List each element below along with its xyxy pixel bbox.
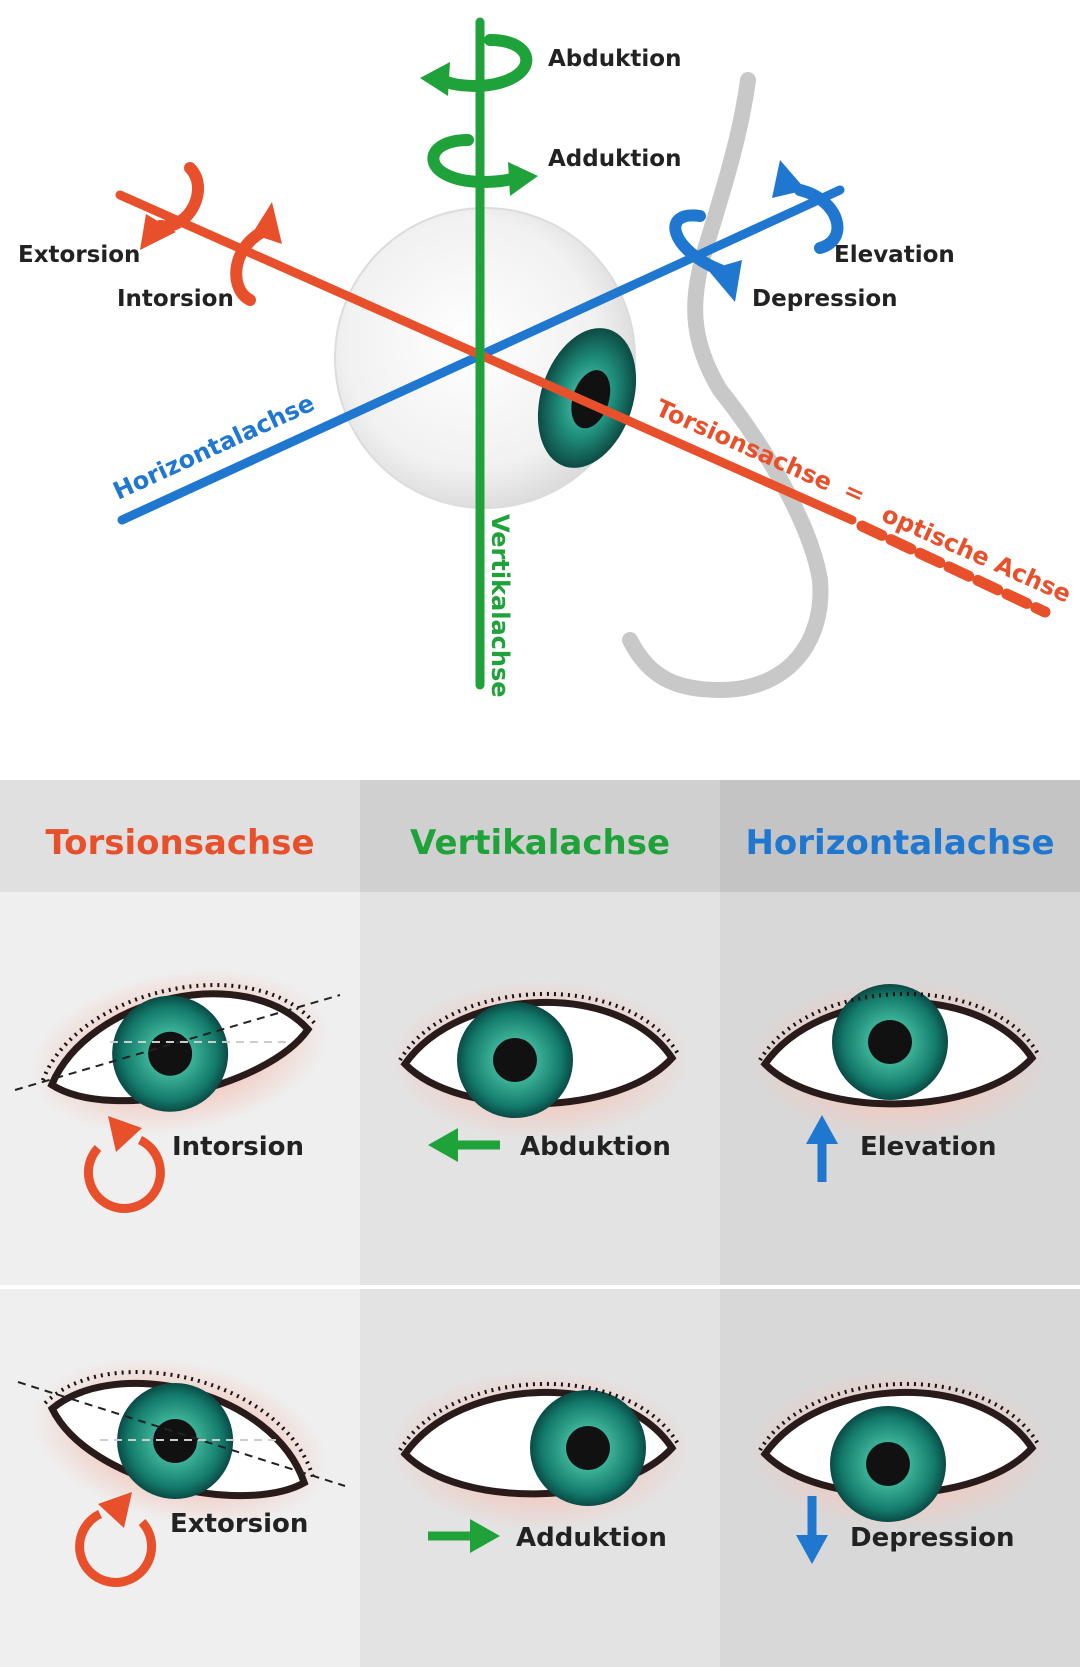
label-extorsion: Extorsion — [18, 242, 140, 268]
label-depression: Depression — [850, 1523, 1015, 1553]
eye-depression — [750, 1370, 1050, 1530]
label-extorsion: Extorsion — [170, 1509, 308, 1539]
extorsion-axis-dashed — [17, 1381, 346, 1487]
header-bg-vertical — [360, 780, 720, 892]
arrow-right-icon — [428, 1519, 500, 1553]
eye-abduktion — [390, 980, 690, 1140]
label-intorsion: Intorsion — [172, 1132, 304, 1162]
depression-rotation-icon — [669, 209, 742, 302]
label-vertical-axis: Vertikalachse — [486, 514, 514, 698]
column-title-torsion: Torsionsachse — [45, 823, 314, 863]
intorsion-axis-dashed — [14, 994, 341, 1091]
abduktion-rotation-icon — [420, 34, 533, 96]
label-intorsion: Intorsion — [117, 286, 234, 312]
optical-axis-line — [856, 520, 1051, 618]
intorsion-rotation-icon — [230, 202, 282, 306]
label-adduktion: Adduktion — [548, 146, 681, 172]
rotate-ccw-icon — [75, 1492, 157, 1587]
label-adduktion: Adduktion — [516, 1523, 667, 1553]
label-depression: Depression — [752, 286, 898, 312]
label-optical-axis: optische Achse — [878, 500, 1076, 609]
eye-intorsion — [31, 969, 329, 1135]
adduktion-rotation-icon — [427, 134, 538, 196]
eye-elevation — [750, 980, 1050, 1140]
extorsion-rotation-icon — [140, 162, 205, 250]
header-bg-horizontal — [720, 780, 1080, 892]
arrow-down-icon — [796, 1496, 828, 1564]
eye-extorsion — [32, 1357, 328, 1527]
label-abduktion: Abduktion — [520, 1132, 671, 1162]
header-bg-torsion — [0, 780, 360, 892]
label-elevation: Elevation — [834, 242, 955, 268]
column-title-horizontal: Horizontalachse — [745, 823, 1054, 863]
column-title-vertical: Vertikalachse — [410, 823, 670, 863]
elevation-rotation-icon — [772, 160, 844, 254]
label-abduktion: Abduktion — [548, 46, 681, 72]
label-elevation: Elevation — [860, 1132, 997, 1162]
eye-adduktion — [390, 1370, 690, 1530]
rotate-cw-icon — [83, 1116, 165, 1213]
label-equals: = — [840, 476, 870, 510]
arrow-left-icon — [428, 1128, 500, 1162]
eye-axes-diagram: Abduktion Adduktion Extorsion Intorsion … — [18, 17, 1076, 699]
eye-movement-table: Torsionsachse Vertikalachse Horizontalac… — [0, 780, 1080, 1667]
arrow-up-icon — [806, 1115, 838, 1182]
nose-outline — [622, 72, 829, 699]
